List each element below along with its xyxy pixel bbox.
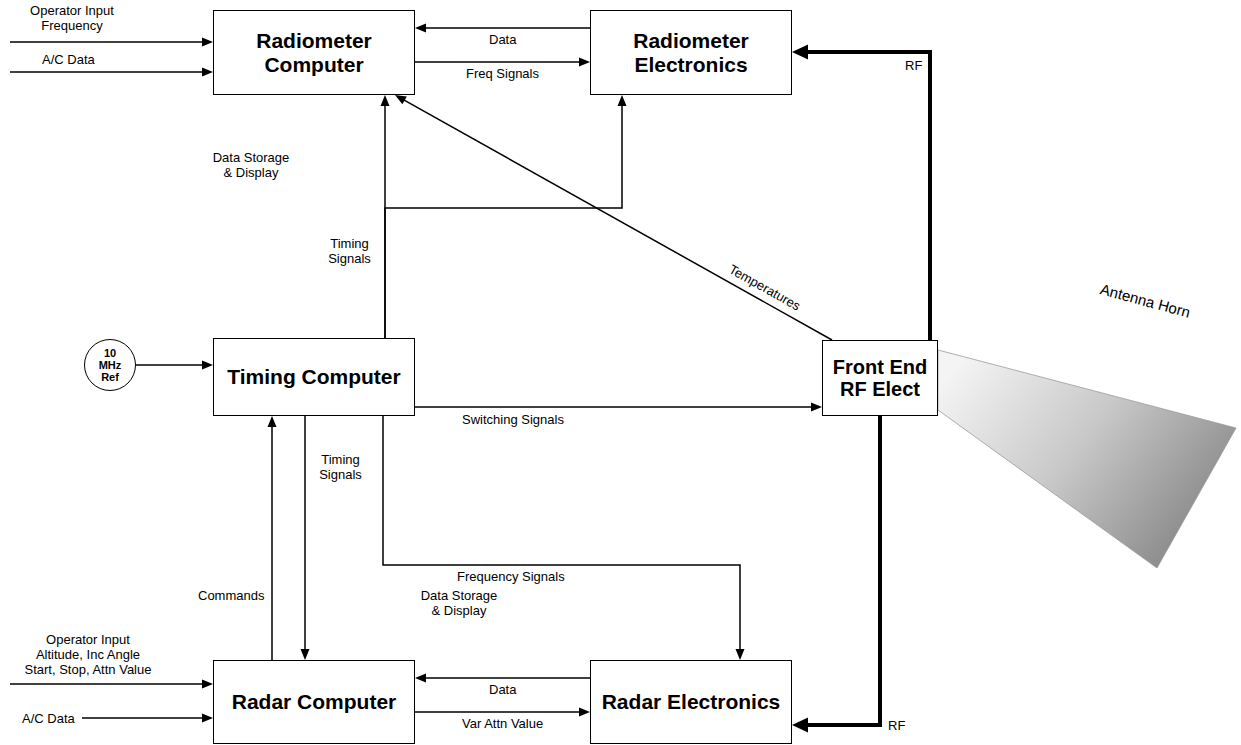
reference-circle: 10 MHz Ref <box>84 339 136 391</box>
part-name: Antenna Horn <box>1098 281 1191 319</box>
arrowhead <box>811 403 822 412</box>
arrowhead <box>415 674 426 683</box>
note-label: Data Storage & Display <box>210 150 292 180</box>
arrowhead <box>792 718 808 733</box>
arrowhead <box>381 95 390 106</box>
connector-line <box>415 61 581 63</box>
input-arrowhead <box>202 38 213 723</box>
block-box: Timing Computer <box>213 338 415 416</box>
signal-label: RF <box>903 58 924 73</box>
arrowhead <box>301 649 310 660</box>
note-label: Data Storage & Display <box>418 588 500 618</box>
arrowhead <box>736 649 745 660</box>
signal-connector <box>385 95 627 338</box>
arrowhead <box>395 95 407 104</box>
signal-label: Timing Signals <box>320 236 379 266</box>
connector-line <box>415 406 813 408</box>
block-title: Radar Electronics <box>600 690 783 714</box>
arrowhead <box>415 24 426 33</box>
connector-line <box>385 104 622 338</box>
antenna-horn <box>938 350 1236 568</box>
connector-line <box>415 711 581 713</box>
arrowhead <box>579 708 590 717</box>
arrowhead <box>268 416 277 427</box>
block-title: Radar Computer <box>223 690 406 714</box>
connector-line <box>383 416 740 651</box>
block-title: Radiometer Electronics <box>600 29 783 76</box>
block-box: Front End RF Elect <box>822 340 938 416</box>
signal-label: RF <box>886 718 907 733</box>
signal-connector <box>395 95 832 340</box>
block-title: 10 MHz Ref <box>92 347 129 384</box>
block-box: Radiometer Computer <box>213 10 415 95</box>
connector-line <box>424 677 590 679</box>
block-box: Radar Computer <box>213 660 415 744</box>
note-label: Operator Input Altitude, Inc Angle Start… <box>22 632 154 677</box>
signal-label: Data <box>487 32 518 47</box>
block-box: Radiometer Electronics <box>590 10 792 95</box>
connector-line <box>424 27 590 29</box>
block-title: Timing Computer <box>223 365 406 389</box>
signal-connector <box>415 403 822 412</box>
signal-label: Commands <box>196 588 266 603</box>
connector-line <box>403 99 832 340</box>
rf-connector <box>792 45 930 341</box>
signal-connector <box>136 361 213 370</box>
arrowhead <box>579 58 590 67</box>
connector-line <box>271 425 273 660</box>
signal-connector <box>268 416 277 660</box>
block-title: Front End RF Elect <box>832 356 929 401</box>
block-box: Radar Electronics <box>590 660 792 744</box>
signal-connector <box>383 416 745 660</box>
connector-line <box>136 364 204 366</box>
input-arrow <box>10 42 203 718</box>
signal-label: Frequency Signals <box>455 569 567 584</box>
note-label: A/C Data <box>22 711 75 726</box>
signal-label: Timing Signals <box>311 452 370 482</box>
signal-connector <box>301 416 310 660</box>
connector-line <box>806 52 930 340</box>
connector-line <box>304 416 306 651</box>
arrowhead <box>618 95 627 106</box>
signal-label: Freq Signals <box>464 66 541 81</box>
note-label: A/C Data <box>42 52 95 67</box>
signal-label: Data <box>487 682 518 697</box>
arrowhead <box>202 361 213 370</box>
signal-label: Switching Signals <box>460 412 566 427</box>
connector-line <box>806 416 880 725</box>
signal-label: Var Attn Value <box>460 716 545 731</box>
block-title: Radiometer Computer <box>223 29 406 76</box>
arrowhead <box>792 45 808 60</box>
note-label: Operator Input Frequency <box>22 3 122 33</box>
rf-connector <box>792 416 880 733</box>
